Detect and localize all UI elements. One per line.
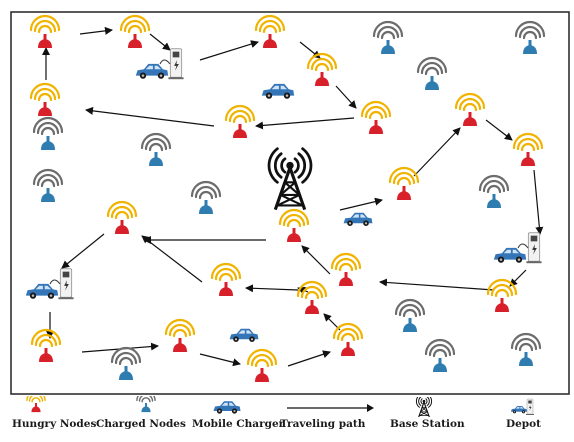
charged-node-icon — [514, 20, 546, 54]
hungry-node-icon — [224, 104, 256, 138]
mobile-charger-car-icon — [261, 83, 295, 99]
hungry-node-icon — [388, 166, 420, 200]
traveling-path-arrow — [413, 127, 461, 177]
traveling-path-arrow — [255, 117, 355, 130]
legend-hungry: Hungry Nodes — [12, 396, 117, 438]
charged-node-glyph — [136, 396, 156, 413]
hungry-node-icon — [360, 100, 392, 134]
car-icon — [213, 401, 241, 414]
charged-node-icon — [140, 132, 172, 166]
charged-node-icon — [416, 56, 448, 90]
charged-node-icon — [136, 396, 156, 413]
depot-left — [25, 268, 74, 300]
mobile-charger-car-icon — [343, 212, 373, 226]
traveling-path-arrow — [287, 350, 331, 367]
traveling-path-arrow — [149, 33, 171, 51]
traveling-path-arrow — [339, 197, 383, 211]
base-station-tower — [267, 147, 313, 211]
charged-node-icon — [32, 168, 64, 202]
charged-node-icon — [110, 346, 142, 380]
traveling-path-arrow — [301, 245, 331, 275]
tower-glyph — [415, 397, 433, 417]
hungry-node-icon — [512, 132, 544, 166]
arrow-icon — [287, 404, 374, 412]
legend-charged-label: Charged Nodes — [96, 418, 186, 430]
charged-node-icon — [32, 116, 64, 150]
hungry-node-icon — [330, 252, 362, 286]
legend-path-label: Traveling path — [280, 418, 366, 430]
depot-top — [135, 48, 184, 80]
car-glyph — [213, 401, 241, 414]
legend: Hungry Nodes Charged Nodes Mobile Charge… — [12, 396, 570, 438]
hungry-node-icon — [246, 348, 278, 382]
traveling-path-arrow — [379, 278, 495, 291]
depot-icon — [510, 398, 534, 415]
traveling-path-arrow — [485, 119, 513, 141]
traveling-path-arrow — [199, 40, 259, 61]
charging-station-icon — [58, 268, 74, 300]
charged-node-icon — [478, 174, 510, 208]
charging-station-icon — [526, 232, 542, 264]
hungry-node-icon — [278, 208, 310, 242]
traveling-path-arrow — [141, 235, 203, 283]
legend-path: Traveling path — [280, 396, 380, 438]
hungry-node-icon — [210, 262, 242, 296]
traveling-path-arrow — [199, 353, 241, 367]
hungry-node-icon — [106, 200, 138, 234]
depot-car-icon — [135, 63, 169, 79]
car-glyph — [510, 405, 528, 414]
station-glyph — [526, 398, 534, 415]
charged-node-icon — [190, 180, 222, 214]
depot-right — [493, 232, 542, 264]
traveling-path-arrow — [61, 233, 105, 269]
hungry-node-icon — [454, 92, 486, 126]
charged-node-icon — [372, 20, 404, 54]
hungry-node-icon — [30, 328, 62, 362]
hungry-node-icon — [164, 318, 196, 352]
hungry-node-icon — [119, 14, 151, 48]
hungry-node-icon — [26, 396, 46, 413]
hungry-node-icon — [254, 14, 286, 48]
depot-car-icon — [25, 283, 59, 299]
legend-depot-label: Depot — [506, 418, 541, 430]
charged-node-icon — [510, 332, 542, 366]
legend-charged: Charged Nodes — [96, 396, 196, 438]
legend-base: Base Station — [390, 396, 480, 438]
traveling-path-arrow — [245, 284, 299, 293]
radio-tower-icon — [415, 397, 433, 417]
hungry-node-icon — [332, 322, 364, 356]
diagram-frame — [10, 11, 570, 395]
legend-depot: Depot — [506, 396, 566, 438]
hungry-node-glyph — [26, 396, 46, 413]
charged-node-icon — [424, 338, 456, 372]
traveling-path-arrow — [335, 85, 357, 109]
legend-hungry-label: Hungry Nodes — [12, 418, 97, 430]
hungry-node-icon — [296, 280, 328, 314]
traveling-path-arrow — [533, 169, 544, 235]
legend-mobile: Mobile Charger — [192, 396, 292, 438]
hungry-node-icon — [306, 52, 338, 86]
hungry-node-icon — [486, 278, 518, 312]
legend-base-label: Base Station — [390, 418, 465, 430]
chargers-and-depots — [25, 48, 542, 342]
legend-mobile-label: Mobile Charger — [192, 418, 285, 430]
charging-station-icon — [168, 48, 184, 80]
depot-car-icon — [493, 247, 527, 263]
charged-node-icon — [394, 298, 426, 332]
traveling-path-arrow — [79, 26, 113, 35]
hungry-node-icon — [29, 14, 61, 48]
hungry-node-icon — [29, 82, 61, 116]
sensor-nodes — [29, 14, 546, 382]
traveling-path-arrow — [85, 106, 215, 127]
mobile-charger-car-icon — [229, 328, 259, 342]
